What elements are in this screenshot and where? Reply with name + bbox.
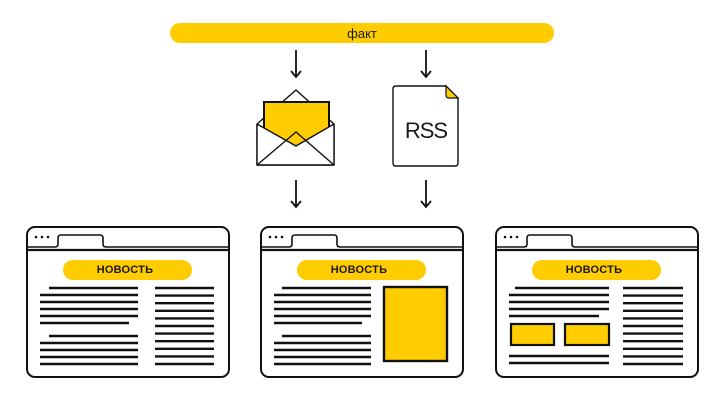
envelope-icon <box>256 89 335 166</box>
news-badge <box>63 260 192 280</box>
fact-node: факт <box>170 23 554 43</box>
window-dot-icon <box>280 235 284 239</box>
rss-document-icon: RSS <box>392 84 460 167</box>
image-placeholder-right <box>563 322 611 347</box>
rss-label: RSS <box>405 118 448 143</box>
window-tab <box>261 234 463 248</box>
arrow-fact-to-rss <box>420 50 432 79</box>
fact-label: факт <box>347 26 377 41</box>
news-window-with-two-images: НОВОСТЬ <box>495 226 699 378</box>
window-tab <box>27 234 229 248</box>
news-window-with-image: НОВОСТЬ <box>260 226 464 378</box>
window-dot-icon <box>503 235 507 239</box>
news-badge <box>532 260 661 280</box>
news-badge-label: НОВОСТЬ <box>566 264 622 276</box>
arrow-fact-to-email <box>290 50 302 79</box>
fact-pill <box>170 23 554 43</box>
window-tab <box>496 234 698 248</box>
window-dot-icon <box>274 235 278 239</box>
window-dot-icon <box>40 235 44 239</box>
image-placeholder-left <box>509 322 556 347</box>
image-placeholder <box>382 285 449 363</box>
news-badge-label: НОВОСТЬ <box>97 264 153 276</box>
news-badge <box>297 260 426 280</box>
window-dot-icon <box>509 235 513 239</box>
news-window-text-columns: НОВОСТЬ <box>26 226 230 378</box>
window-dot-icon <box>268 235 272 239</box>
window-dot-icon <box>46 235 50 239</box>
arrow-rss-to-output <box>420 180 432 209</box>
window-dot-icon <box>515 235 519 239</box>
arrow-email-to-output <box>290 180 302 209</box>
window-dot-icon <box>34 235 38 239</box>
news-badge-label: НОВОСТЬ <box>331 264 387 276</box>
